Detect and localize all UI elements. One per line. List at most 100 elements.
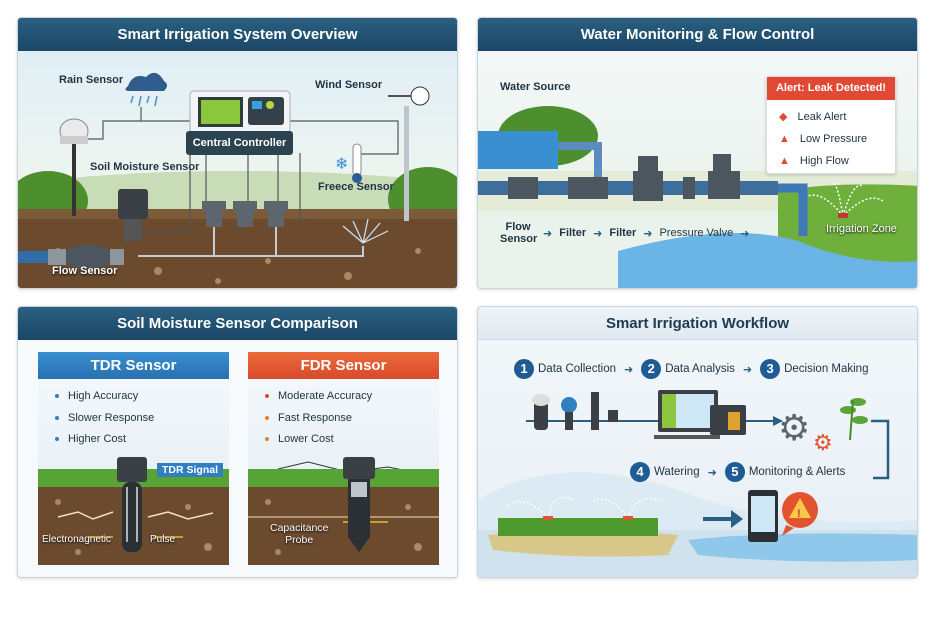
step-number: 4 [630, 462, 650, 482]
thermometer-icon [352, 143, 362, 183]
arrow-icon: ➜ [543, 227, 553, 240]
step-number: 5 [724, 462, 745, 482]
central-controller-label: Central Controller [186, 131, 293, 155]
step-label: Data Collection [538, 363, 616, 375]
comparison-panel: Soil Moisture Sensor Comparison TDR Sens… [17, 306, 458, 578]
arrow-icon: ➜ [707, 466, 717, 479]
alert-item: ◆ Leak Alert [779, 106, 867, 128]
step-number: 1 [514, 359, 534, 379]
tdr-signal-label: TDR Signal [157, 463, 224, 477]
step-number: 2 [641, 359, 662, 379]
gear-icon: ⚙ [778, 407, 810, 448]
alert-item-label: Low Pressure [799, 133, 868, 145]
water-pool [688, 533, 917, 562]
main-pipe [478, 181, 778, 195]
alert-item-label: High Flow [799, 155, 849, 167]
arrow-icon: ➜ [742, 363, 753, 376]
step-label: Data Analysis [665, 363, 735, 375]
water-panel: Water Monitoring & Flow Control Water So… [477, 17, 918, 289]
fdr-illustration [248, 457, 439, 565]
workflow-title: Smart Irrigation Workflow [478, 307, 917, 340]
fdr-bullet: Fast Response [265, 412, 352, 424]
flow-sensor-device [63, 245, 113, 269]
sprinkler-icon [807, 180, 884, 217]
leak-alert-box: Alert: Leak Detected! ◆ Leak Alert ▲ Low P… [766, 76, 896, 174]
workflow-illustration: ⚙ ⚙ ! [478, 390, 917, 577]
step-label: Monitoring & Alerts [748, 466, 846, 478]
fdr-bullet: Lower Cost [265, 433, 334, 445]
step-number: 3 [760, 359, 781, 379]
tdr-illustration [38, 457, 229, 565]
soil-moisture-sensor-label: Soil Moisture Sensor [90, 161, 200, 173]
flow-label-irrigation-zone: Irrigation Zone [826, 223, 897, 235]
fdr-title: FDR Sensor [248, 352, 439, 379]
overview-title: Smart Irrigation System Overview [18, 18, 457, 51]
arrow-icon: ➜ [740, 227, 750, 240]
tdr-bullet: Slower Response [55, 412, 154, 424]
pipe [18, 251, 48, 263]
water-source-label: Water Source [500, 81, 571, 93]
fdr-card: FDR Sensor Moderate Accuracy Fast Respon… [248, 352, 439, 565]
gear-small-icon: ⚙ [813, 430, 833, 455]
workflow-step-1: 1 Data Collection [514, 359, 616, 379]
tdr-card: TDR Sensor High Accuracy Slower Response… [38, 352, 229, 565]
tdr-bullet: High Accuracy [55, 390, 138, 402]
fdr-probe [343, 457, 375, 479]
snowflake-icon: ❄ [335, 156, 348, 173]
alert-bubble-icon: ! [782, 492, 818, 536]
arrow-icon: ➜ [643, 227, 653, 240]
water-stream [618, 233, 917, 288]
pulse-label-right: Pulse [150, 534, 176, 545]
weather-station-icon [59, 118, 89, 216]
workflow-panel: Smart Irrigation Workflow ⚙ ⚙ ! 1 Data Co… [477, 306, 918, 578]
sensor-icons [532, 392, 618, 430]
rain-sensor-label: Rain Sensor [59, 74, 124, 86]
alert-item: ▲ High Flow [779, 150, 867, 172]
flow-label-filter-1: Filter [559, 227, 587, 239]
flow-label-pressure-valve: Pressure Valve [659, 227, 734, 239]
wind-sensor-icon [388, 86, 430, 221]
rain-cloud-icon [125, 72, 167, 91]
flow-label-filter-2: Filter [609, 227, 637, 239]
step-label: Decision Making [784, 363, 869, 375]
overview-panel: Smart Irrigation System Overview ❄ Rain … [17, 17, 458, 289]
flow-bracket [871, 419, 890, 480]
flow-label-row: Flow Sensor ➜ Filter ➜ Filter ➜ Pressure… [500, 221, 749, 245]
central-controller-device [189, 90, 291, 134]
flow-sensor-label: Flow Sensor [52, 265, 118, 277]
sprinkler-icon [342, 218, 389, 244]
arrow-icon: ➜ [593, 227, 603, 240]
alert-item-label: Leak Alert [797, 111, 847, 123]
computer-icon [654, 390, 746, 439]
arrow-icon: ➜ [623, 363, 634, 376]
plant-icon [840, 398, 868, 441]
warning-icon: ▲ [779, 155, 790, 167]
flow-label-flow-sensor: Flow Sensor [500, 221, 538, 245]
tdr-bullet: Higher Cost [55, 433, 126, 445]
tdr-probe [117, 457, 147, 482]
water-tank [478, 131, 558, 169]
leak-icon: ◆ [779, 111, 788, 123]
warning-icon: ▲ [779, 133, 790, 145]
fdr-bullet: Moderate Accuracy [265, 390, 372, 402]
freeze-sensor-label: Freece Sensor [318, 181, 394, 193]
soil-moisture-sensor-device [118, 189, 148, 241]
water-illustration [478, 106, 917, 288]
sprinkler-icon [507, 496, 664, 519]
phone-icon [748, 490, 778, 542]
tdr-title: TDR Sensor [38, 352, 229, 379]
probe-label-line: Capacitance [270, 522, 329, 534]
grass [498, 518, 658, 536]
comparison-title: Soil Moisture Sensor Comparison [18, 307, 457, 340]
probe-label-line: Probe [285, 534, 314, 546]
alert-title: Alert: Leak Detected! [767, 77, 895, 100]
overview-illustration: ❄ [18, 72, 457, 288]
pulse-label-left: Electronagnetic [42, 534, 111, 545]
